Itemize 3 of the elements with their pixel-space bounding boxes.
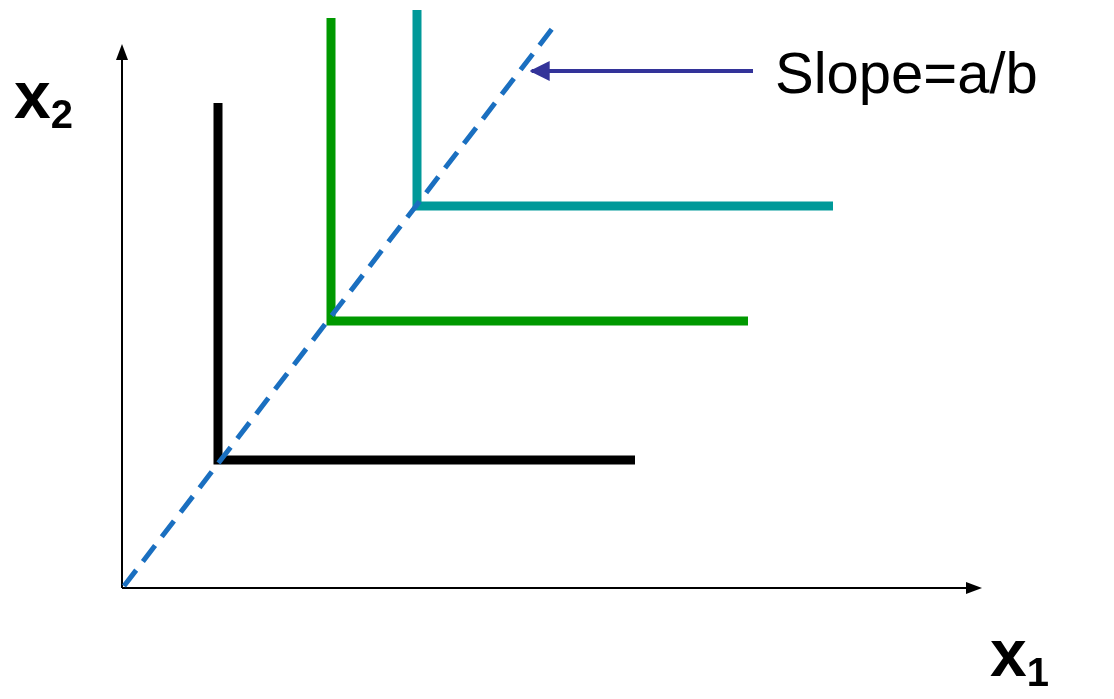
axis-label: x$_{1}$ <box>990 620 1049 692</box>
leader-line <box>529 61 753 81</box>
axis-label: x$_{2}$ <box>14 62 73 134</box>
